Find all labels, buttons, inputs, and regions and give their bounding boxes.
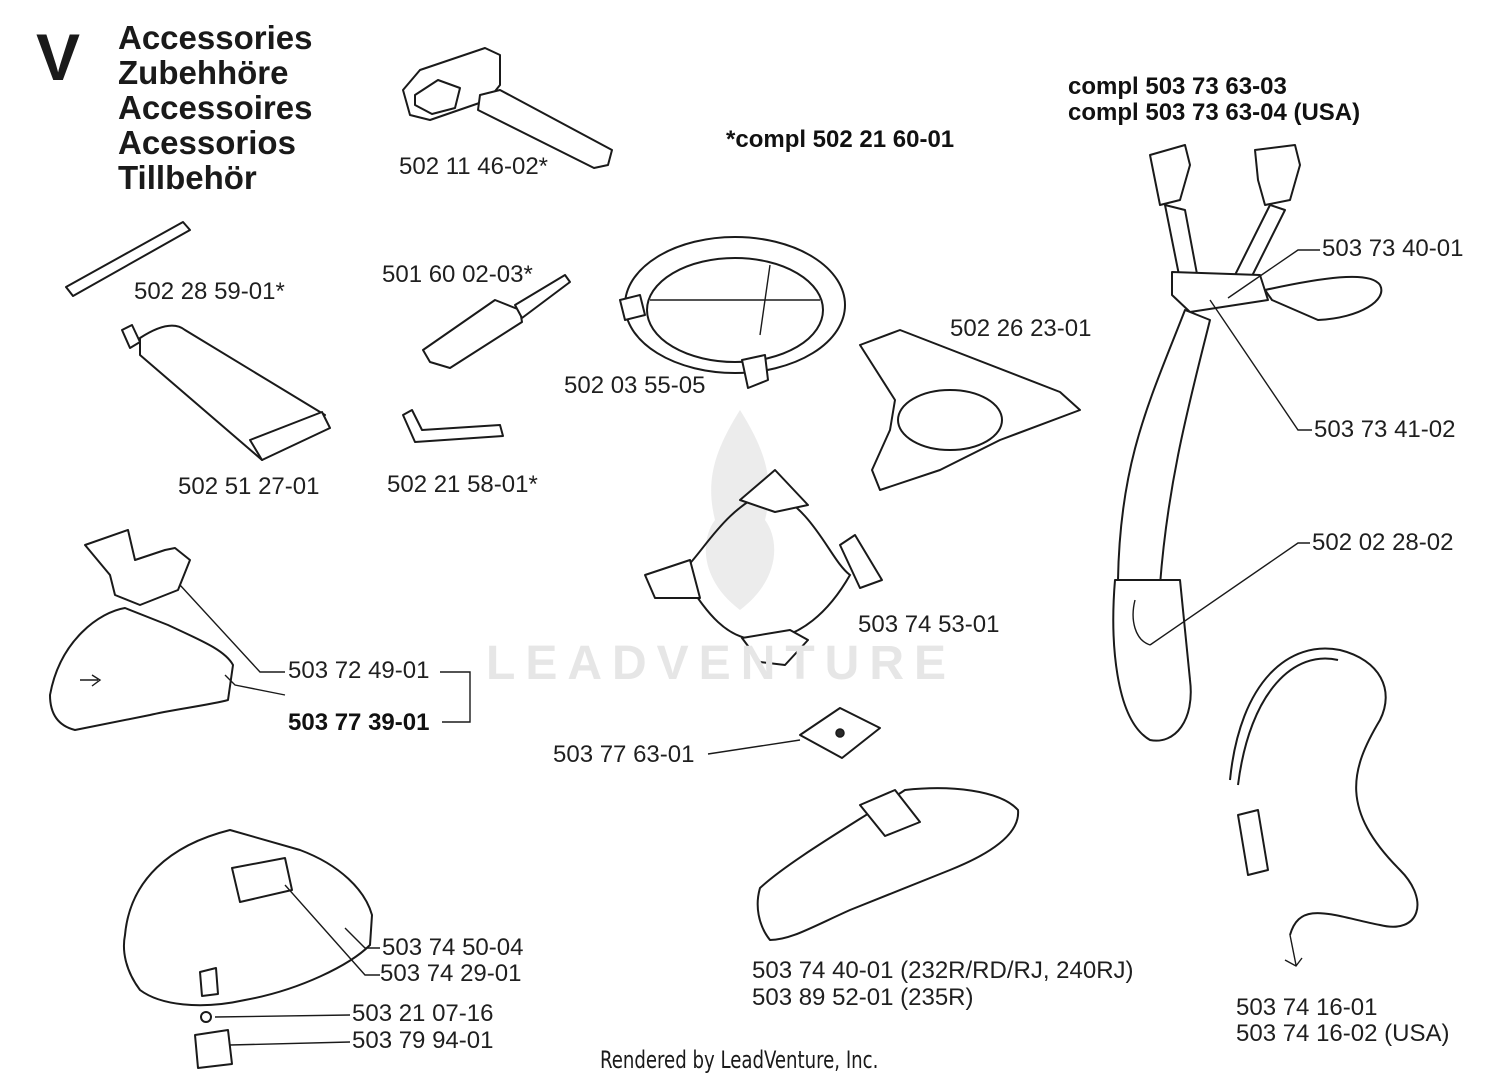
harness-kit-usa-note: compl 503 73 63-04 (USA)	[1068, 99, 1361, 126]
label-screwdriver[interactable]: 501 60 02-03*	[382, 261, 533, 288]
blade-guard-frame-drawing	[644, 469, 883, 666]
trimmer-guard-drawing	[756, 787, 1020, 941]
watermark-logo	[705, 410, 775, 610]
label-screw[interactable]: 503 21 07-16	[352, 1000, 494, 1027]
heading-pt: Acessorios	[118, 124, 296, 161]
heading-en: Accessories	[118, 19, 313, 56]
harness-drawing	[1112, 144, 1383, 742]
plate-drawing	[799, 707, 881, 759]
label-grease-tube[interactable]: 502 51 27-01	[178, 473, 320, 500]
label-hip-pad[interactable]: 502 02 28-02	[1312, 529, 1454, 556]
heading-fr: Accessoires	[118, 89, 313, 126]
label-shoulder-strap[interactable]: 503 74 16-01	[1236, 994, 1378, 1021]
harness-kit-note: compl 503 73 63-03	[1068, 73, 1287, 100]
watermark-text: LEADVENTURE	[486, 637, 957, 690]
label-blade-guard-frame[interactable]: 503 74 53-01	[858, 611, 1000, 638]
hex-key-drawing	[402, 409, 504, 443]
label-trimmer-guard-b[interactable]: 503 89 52-01 (235R)	[752, 984, 974, 1011]
footer-credit: Rendered by LeadVenture, Inc.	[600, 1046, 879, 1074]
label-hex-key[interactable]: 502 21 58-01*	[387, 471, 538, 498]
rod-drawing	[65, 221, 191, 297]
heading-de: Zubehhöre	[118, 54, 289, 91]
label-rod[interactable]: 502 28 59-01*	[134, 278, 285, 305]
label-trimmer-guard-a[interactable]: 503 74 40-01 (232R/RD/RJ, 240RJ)	[752, 957, 1134, 984]
label-ring-guard[interactable]: 502 03 55-05	[564, 372, 706, 399]
label-bracket[interactable]: 503 72 49-01	[288, 657, 430, 684]
small-guard-drawing	[49, 607, 234, 731]
label-shoulder-strap-usa[interactable]: 503 74 16-02 (USA)	[1236, 1020, 1450, 1047]
ring-guard-drawing	[619, 236, 846, 389]
grass-guard-drawing	[122, 829, 373, 1007]
label-support-cup[interactable]: 502 26 23-01	[950, 315, 1092, 342]
label-decal[interactable]: 503 74 29-01	[380, 960, 522, 987]
leader-lines	[179, 249, 1320, 1046]
bracket-drawing	[84, 529, 191, 606]
label-grass-guard[interactable]: 503 74 50-04	[382, 934, 524, 961]
shoulder-strap-drawing	[1229, 647, 1419, 967]
screw-clip-drawing	[194, 1011, 233, 1069]
tool-kit-note: *compl 502 21 60-01	[726, 126, 955, 153]
screwdriver-drawing	[422, 274, 571, 369]
label-harness-strap[interactable]: 503 73 41-02	[1314, 416, 1456, 443]
label-guard-kit[interactable]: 503 77 39-01	[288, 709, 430, 736]
label-harness-buckle[interactable]: 503 73 40-01	[1322, 235, 1464, 262]
label-clip[interactable]: 503 79 94-01	[352, 1027, 494, 1054]
support-cup-drawing	[859, 329, 1081, 491]
combination-spanner-drawing	[402, 47, 613, 169]
heading-sv: Tillbehör	[118, 159, 257, 196]
section-letter: V	[36, 20, 81, 94]
grease-tube-drawing	[121, 324, 331, 461]
label-plate[interactable]: 503 77 63-01	[553, 741, 695, 768]
label-combination-spanner[interactable]: 502 11 46-02*	[399, 153, 549, 180]
